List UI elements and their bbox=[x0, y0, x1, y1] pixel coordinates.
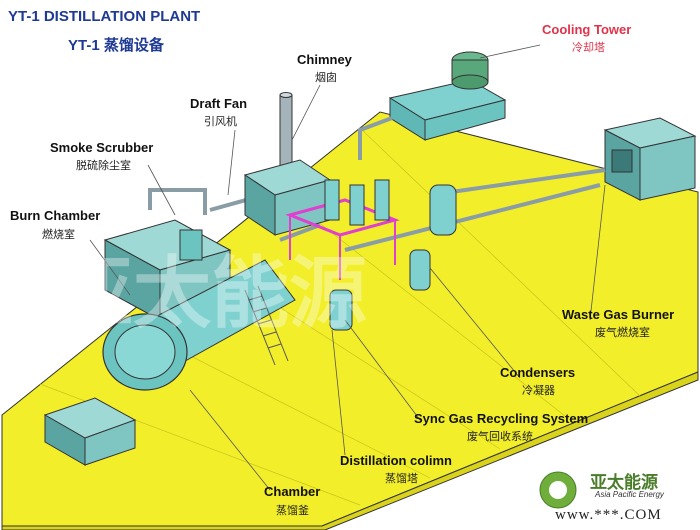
page-title-cn-text: 蒸馏设备 bbox=[103, 36, 164, 54]
page-title-cn-prefix: YT-1 bbox=[68, 37, 100, 54]
label-condensers-cn: 冷凝器 bbox=[522, 384, 555, 397]
label-burn-chamber: Burn Chamber bbox=[10, 208, 101, 223]
cooling-tower bbox=[388, 51, 507, 141]
label-cooling-tower-cn: 冷却塔 bbox=[572, 41, 605, 54]
label-draft-fan: Draft Fan bbox=[190, 96, 248, 111]
brand-logo-icon bbox=[539, 471, 577, 509]
feed-cart bbox=[43, 397, 137, 466]
watermark-text: 亚太能源 bbox=[55, 249, 367, 339]
label-chamber-cn: 蒸馏釜 bbox=[276, 504, 309, 517]
distillation-chamber bbox=[102, 259, 296, 391]
label-chimney: Chimney bbox=[297, 52, 352, 67]
label-smoke-scrubber: Smoke Scrubber bbox=[50, 140, 154, 155]
distillation-column bbox=[329, 184, 457, 331]
label-sync-gas: Sync Gas Recycling System bbox=[414, 411, 589, 426]
label-distillation-column-cn: 蒸馏塔 bbox=[385, 472, 418, 485]
smoke-scrubber bbox=[243, 159, 332, 236]
label-chimney-cn: 烟囱 bbox=[315, 71, 337, 84]
waste-gas-burner bbox=[603, 117, 697, 201]
page-title: YT-1 DISTILLATION PLANT bbox=[8, 8, 201, 25]
label-cooling-tower: Cooling Tower bbox=[542, 22, 632, 37]
pipe-network bbox=[148, 116, 606, 252]
logo-domain: www.***.COM bbox=[555, 507, 662, 523]
label-waste-gas-burner: Waste Gas Burner bbox=[562, 307, 675, 322]
logo-en: Asia Pacific Energy bbox=[595, 490, 664, 499]
access-stairs bbox=[244, 285, 289, 366]
label-waste-gas-burner-cn: 废气燃烧室 bbox=[595, 326, 650, 339]
logo-cn: 亚太能源 bbox=[590, 473, 658, 493]
callout-lines bbox=[89, 44, 606, 491]
label-condensers: Condensers bbox=[500, 365, 576, 380]
floor-slab-edge bbox=[1, 371, 699, 530]
label-draft-fan-cn: 引风机 bbox=[204, 115, 237, 128]
label-burn-chamber-cn: 燃烧室 bbox=[42, 228, 75, 241]
label-sync-gas-cn: 废气回收系统 bbox=[467, 430, 533, 443]
label-distillation-column: Distillation colimn bbox=[340, 453, 452, 468]
burn-chamber bbox=[103, 219, 232, 321]
label-chamber: Chamber bbox=[264, 484, 321, 499]
label-smoke-scrubber-cn: 脱硫除尘室 bbox=[76, 159, 131, 172]
page-title-cn: YT-1 蒸馏设备 bbox=[68, 34, 164, 55]
condensers bbox=[285, 179, 400, 280]
